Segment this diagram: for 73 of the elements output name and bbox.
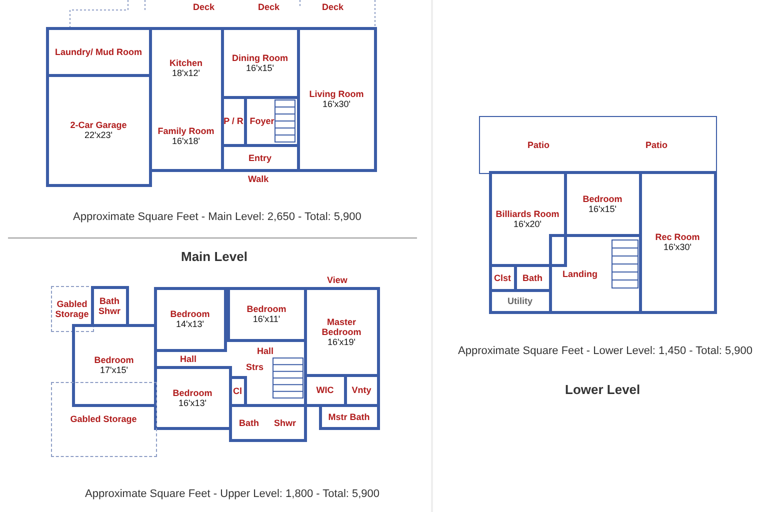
- room-dimensions: 16'x13': [178, 398, 206, 408]
- room-dimensions: 16'x19': [328, 336, 356, 346]
- storage-outline: [50, 286, 94, 332]
- room-name: Bedroom: [246, 304, 286, 314]
- area-label: View: [327, 275, 348, 285]
- area-caption: Approximate Square Feet - Lower Level: 1,450 - Total: 5,900: [458, 345, 753, 357]
- room-dimensions: 14'x13': [176, 319, 204, 329]
- room-dimensions: 22'x23': [84, 130, 112, 140]
- area-label: Hall: [180, 354, 197, 364]
- area-caption: Approximate Square Feet - Upper Level: 1,800 - Total: 5,900: [85, 488, 380, 500]
- room-outline: [72, 324, 156, 406]
- room-dimensions: 16'x18': [172, 136, 200, 146]
- room-dimensions: 16'x30': [322, 99, 350, 109]
- room-outline: [548, 234, 642, 314]
- area-label: Deck: [258, 2, 280, 12]
- room-name: Bedroom: [94, 355, 134, 365]
- room-outline: [154, 286, 226, 352]
- room-name: Utility: [507, 296, 532, 306]
- room-name: Patio: [527, 140, 550, 150]
- room-name: Rec Room: [655, 232, 700, 242]
- room-name: Bedroom: [582, 194, 622, 204]
- level-heading: Lower Level: [565, 382, 640, 397]
- room-name: Foyer: [250, 116, 274, 126]
- room-name: Entry: [248, 152, 272, 162]
- area-label: Walk: [248, 174, 269, 184]
- area-label: Deck: [322, 2, 344, 12]
- room-dimensions: 16'x11': [252, 314, 280, 324]
- room-outline: [90, 286, 128, 326]
- room-name: Cl: [233, 386, 242, 396]
- room-dimensions: 17'x15': [100, 365, 128, 375]
- room-name: Bedroom: [170, 309, 210, 319]
- room-name: Patio: [645, 140, 668, 150]
- room-outline: [154, 366, 232, 430]
- room-outline: [304, 286, 380, 376]
- level-heading: Main Level: [181, 249, 248, 264]
- area-label: Hall: [257, 346, 274, 356]
- room-name: Vnty: [352, 385, 372, 395]
- room-name: Living Room: [309, 89, 364, 99]
- room-name: Master Bedroom: [320, 316, 362, 336]
- room-outline: [226, 286, 306, 342]
- room-name: Shwr: [274, 418, 296, 428]
- patio-outline: [478, 116, 716, 174]
- area-caption: Approximate Square Feet - Main Level: 2,650 - Total: 5,900: [73, 211, 362, 223]
- room-name: Billiards Room: [496, 208, 560, 218]
- room-name: P / R: [224, 116, 244, 126]
- room-name: Gabled Storage: [54, 298, 90, 318]
- room-name: Mstr Bath: [328, 412, 370, 422]
- room-name: Kitchen: [169, 58, 202, 68]
- room-name: Bath: [100, 296, 120, 306]
- room-name: Shwr: [98, 306, 120, 316]
- room-dimensions: 16'x15': [246, 62, 274, 72]
- room-outline: [296, 26, 376, 172]
- room-name: 2-Car Garage: [70, 120, 127, 130]
- room-name: Family Room: [158, 126, 214, 136]
- room-dimensions: 16'x30': [664, 242, 692, 252]
- room-dimensions: 16'x20': [514, 218, 542, 228]
- room-name: Landing: [562, 268, 598, 278]
- room-name: Clst: [494, 272, 511, 282]
- room-outline: [228, 404, 306, 442]
- storage-outline: [50, 382, 156, 456]
- room-outline: [488, 170, 566, 266]
- area-label: Strs: [246, 362, 264, 372]
- room-name: Laundry/ Mud Room: [55, 46, 142, 56]
- room-outline: [46, 26, 152, 76]
- room-name: Bedroom: [172, 388, 212, 398]
- room-name: Dining Room: [232, 52, 288, 62]
- room-dimensions: 16'x15': [588, 204, 616, 214]
- room-dimensions: 18'x12': [172, 68, 200, 78]
- area-label: Deck: [193, 2, 215, 12]
- room-name: Gabled Storage: [70, 414, 137, 424]
- room-name: Bath: [522, 272, 542, 282]
- room-name: WIC: [316, 385, 334, 395]
- room-name: Bath: [238, 418, 259, 428]
